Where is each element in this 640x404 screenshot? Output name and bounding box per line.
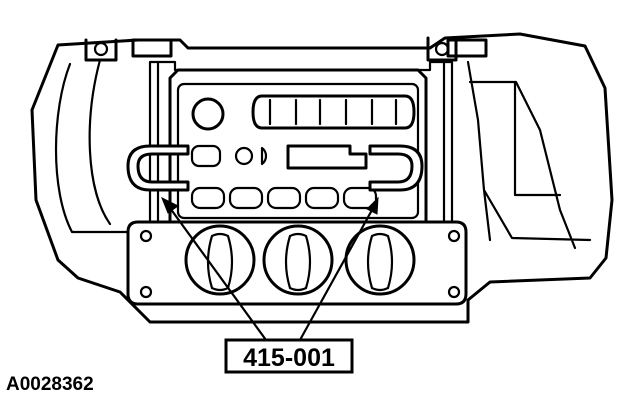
preset-button-1 [190, 144, 222, 168]
temperature-knob [184, 224, 256, 296]
figure-id: A0028362 [6, 374, 94, 395]
fan-speed-knob [262, 224, 334, 296]
tool-number-label: 415-001 [243, 344, 335, 372]
cassette-door-ribs [268, 98, 398, 126]
cassette-door [251, 94, 416, 130]
left-leader-line [168, 206, 268, 342]
display-window [286, 144, 368, 170]
small-button-2 [260, 146, 268, 166]
preset-button-row-2 [228, 186, 264, 210]
mode-knob [344, 224, 416, 296]
left-mounting-tab [84, 38, 118, 62]
right-tab-slot [446, 38, 488, 58]
right-leader-line [298, 208, 374, 342]
right-dash-contour [466, 60, 592, 250]
preset-button-row-1 [190, 186, 226, 210]
small-button-1 [234, 146, 254, 166]
climate-panel-screw-bl [139, 285, 153, 299]
left-removal-tool [126, 144, 190, 192]
climate-panel-screw-br [447, 285, 461, 299]
volume-knob [191, 97, 225, 131]
right-tab-screw-hole [434, 41, 450, 57]
left-arrowhead [161, 196, 179, 214]
left-tab-screw-hole [93, 41, 109, 57]
fan-speed-knob-grip [284, 232, 312, 292]
preset-button-row-3 [266, 186, 302, 210]
climate-control-panel [126, 220, 468, 306]
preset-button-row-4 [304, 186, 340, 210]
climate-panel-screw-tr [447, 229, 461, 243]
left-dash-contour [54, 58, 132, 234]
mode-knob-grip [366, 232, 394, 292]
preset-button-row-5 [342, 186, 378, 210]
right-removal-tool [368, 144, 424, 192]
instrument-panel-bezel [30, 32, 614, 324]
callout-box [224, 338, 354, 374]
bezel-inner-frame [148, 60, 454, 222]
climate-panel-screw-tl [139, 229, 153, 243]
right-arrowhead [366, 196, 379, 215]
right-mounting-tab [426, 36, 458, 62]
left-tab-slot [131, 38, 173, 58]
